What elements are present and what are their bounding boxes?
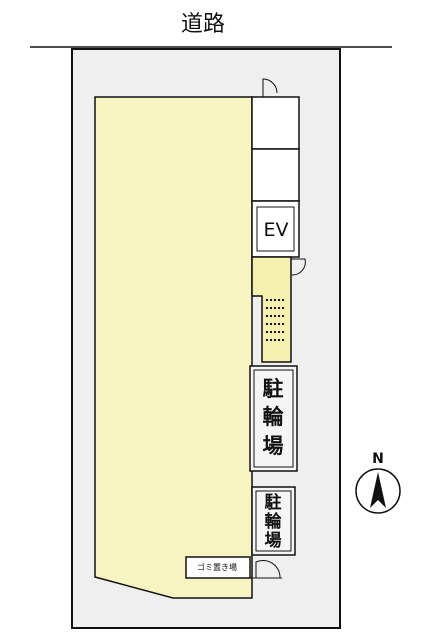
bike-parking-2-inner	[255, 490, 292, 552]
bike-parking-2-char: 輪	[265, 511, 283, 532]
upper-room-1	[251, 96, 300, 150]
trash-area-label: ゴミ置き場	[197, 562, 237, 572]
upper-room-2	[251, 148, 300, 202]
bike-parking-1-char: 駐	[263, 377, 284, 401]
bike-parking-1-char: 場	[263, 434, 284, 458]
north-arrow-icon	[370, 472, 386, 508]
door-arc-top	[262, 78, 278, 97]
bike-parking-1	[249, 365, 298, 472]
elevator-inner	[256, 206, 295, 252]
trash-area	[185, 556, 251, 579]
door-arc-stair	[291, 258, 306, 276]
bike-parking-1-char: 輪	[263, 405, 285, 429]
elevator	[251, 200, 300, 258]
bike-parking-2-char: 場	[265, 531, 282, 551]
main-unit	[94, 96, 253, 599]
bike-parking-2	[251, 486, 296, 556]
bike-parking-1-inner	[253, 369, 294, 468]
bike-parking-2-char: 駐	[265, 492, 282, 513]
road-label: 道路	[181, 12, 225, 37]
elevator-label: EV	[263, 219, 288, 241]
north-label: N	[372, 451, 384, 467]
door-arc-trash	[255, 560, 281, 579]
stair-hall	[251, 256, 292, 363]
